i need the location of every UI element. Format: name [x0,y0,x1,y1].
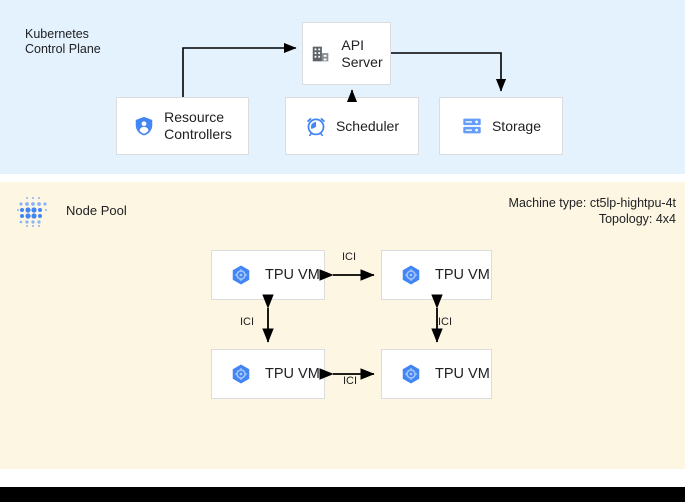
machine-type-text: Machine type: ct5lp-hightpu-4t [508,196,676,210]
node-scheduler-label: Scheduler [335,117,400,134]
shield-user-icon [135,116,153,136]
node-pool-region [0,182,685,469]
bottom-bar [0,487,685,502]
alarm-clock-icon [307,118,325,137]
edge-label-ici-bottom: ICI [343,375,358,387]
node-tpu-vm-1-label: TPU VM [435,267,490,283]
tpu-hexagon-icon [402,265,420,285]
node-pool-metadata: Machine type: ct5lp-hightpu-4t Topology:… [509,195,676,227]
control-plane-region-label: Kubernetes Control Plane [25,27,101,56]
node-api-server-label: API Server [341,36,383,70]
node-storage[interactable]: Storage [439,97,563,155]
node-tpu-vm-0[interactable]: TPU VM [211,250,325,300]
node-scheduler[interactable]: Scheduler [285,97,419,155]
tpu-hexagon-icon [402,364,420,384]
edge-label-ici-right: ICI [438,316,453,328]
server-rack-icon [463,118,481,134]
node-tpu-vm-0-label: TPU VM [265,267,320,283]
node-pool-region-label: Node Pool [66,203,127,218]
node-resource-controllers[interactable]: Resource Controllers [116,97,249,155]
node-tpu-vm-2-label: TPU VM [265,366,320,382]
node-tpu-vm-2[interactable]: TPU VM [211,349,325,399]
tpu-hexagon-icon [232,265,250,285]
topology-text: Topology: 4x4 [598,212,676,226]
node-tpu-vm-1[interactable]: TPU VM [381,250,492,300]
node-resource-controllers-label: Resource Controllers [164,109,232,142]
node-api-server[interactable]: API Server [302,22,391,85]
node-storage-label: Storage [491,117,542,134]
edge-label-ici-left: ICI [240,316,255,328]
node-pool-dots-icon [17,197,47,227]
building-icon [313,46,329,61]
node-tpu-vm-3[interactable]: TPU VM [381,349,492,399]
edge-label-ici-top: ICI [342,251,357,263]
node-tpu-vm-3-label: TPU VM [435,366,490,382]
tpu-hexagon-icon [232,364,250,384]
